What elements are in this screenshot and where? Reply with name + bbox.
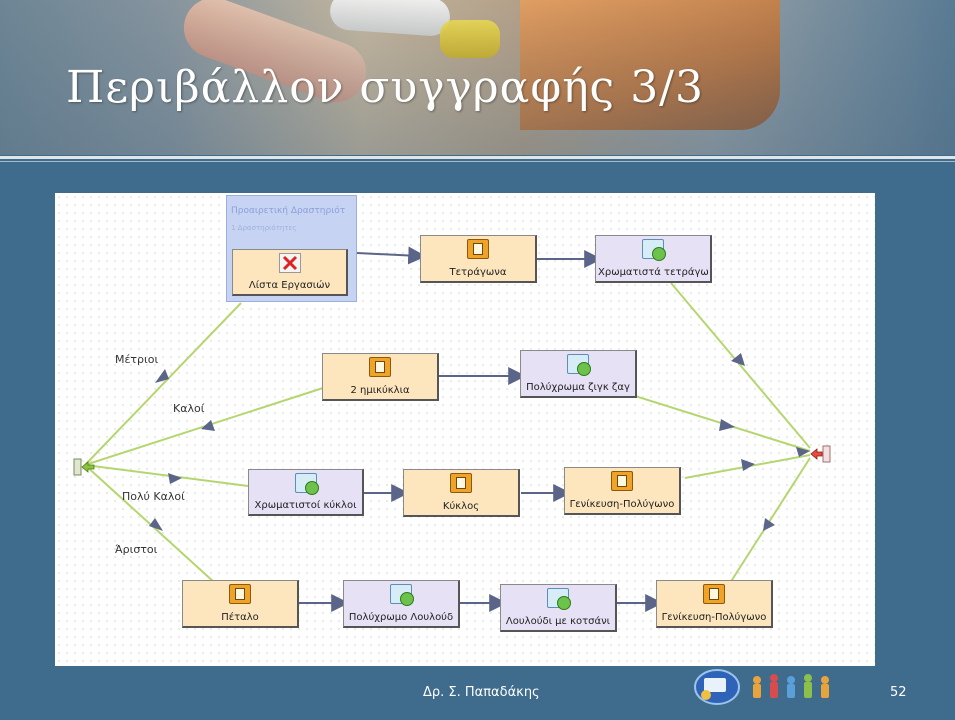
green-edges [84,282,811,584]
blue-edges [297,246,664,612]
start-door-icon[interactable] [73,457,95,477]
node-squares[interactable]: Τετράγωνα [420,235,537,283]
node-task-list[interactable]: Λίστα Εργασιών [232,249,348,296]
node-label: Πολύχρωμα ζιγκ ζαγ [526,382,630,393]
task-clipboard-icon [369,357,391,377]
task-clipboard-icon [467,239,489,259]
header-divider [0,156,955,159]
edge-label-excellent: Άριστοι [115,543,158,556]
node-label: Πολύχρωμο Λουλούδ [348,612,454,623]
node-label: Χρωματιστοί κύκλοι [254,500,357,511]
group-subtitle: 1 Δραστηριότητες [231,224,297,232]
resource-page-icon [567,354,591,376]
resource-page-icon [547,588,571,610]
node-colorful-flower[interactable]: Πολύχρωμο Λουλούδ [343,580,460,628]
flow-connectors [84,246,811,612]
task-clipboard-icon [703,584,725,604]
node-label: 2 ημικύκλια [350,385,410,396]
node-label: Λουλούδι με κοτσάνι [505,616,611,627]
task-clipboard-icon [450,473,472,493]
node-label: Κύκλος [442,501,480,512]
node-colored-circles[interactable]: Χρωματιστοί κύκλοι [248,469,364,516]
node-colored-squares[interactable]: Χρωματιστά τετράγω [595,235,712,283]
edge-label-average: Μέτριοι [115,353,159,366]
group-title: Προαιρετική Δραστηριότ [231,206,346,216]
node-label: Λίστα Εργασιών [248,280,331,291]
edge-label-very-good: Πολύ Καλοί [122,490,185,503]
node-label: Γενίκευση-Πολύγωνο [661,612,767,623]
node-label: Χρωματιστά τετράγω [598,267,709,278]
node-label: Γενίκευση-Πολύγωνο [569,499,675,510]
node-flower-stem[interactable]: Λουλούδι με κοτσάνι [500,584,617,632]
project-logo [692,668,842,706]
node-circle[interactable]: Κύκλος [403,469,520,517]
node-semicircles[interactable]: 2 ημικύκλια [322,353,439,401]
node-zigzag[interactable]: Πολύχρωμα ζιγκ ζαγ [520,350,637,398]
node-label: Τετράγωνα [449,267,507,278]
node-generalization-1[interactable]: Γενίκευση-Πολύγωνο [564,467,681,515]
node-label: Πέταλο [221,612,259,623]
resource-page-icon [390,584,414,606]
footer-author: Δρ. Σ. Παπαδάκης [423,685,540,700]
task-clipboard-icon [229,584,251,604]
header-banner [0,0,955,155]
resource-page-icon [294,473,319,495]
green-edge-arrows [149,353,810,531]
header-wood-decoration [520,0,780,130]
slide-title: Περιβάλλον συγγραφής 3/3 [66,62,705,113]
node-generalization-2[interactable]: Γενίκευση-Πολύγωνο [656,580,773,628]
resource-page-icon [642,239,666,261]
end-door-icon[interactable] [810,444,832,464]
page-number: 52 [890,685,907,700]
edge-label-good: Καλοί [173,402,205,415]
chalk-yellow-decoration [440,20,500,58]
node-horseshoe[interactable]: Πέταλο [182,580,299,628]
task-clipboard-icon [611,471,633,491]
checklist-icon [278,253,301,273]
